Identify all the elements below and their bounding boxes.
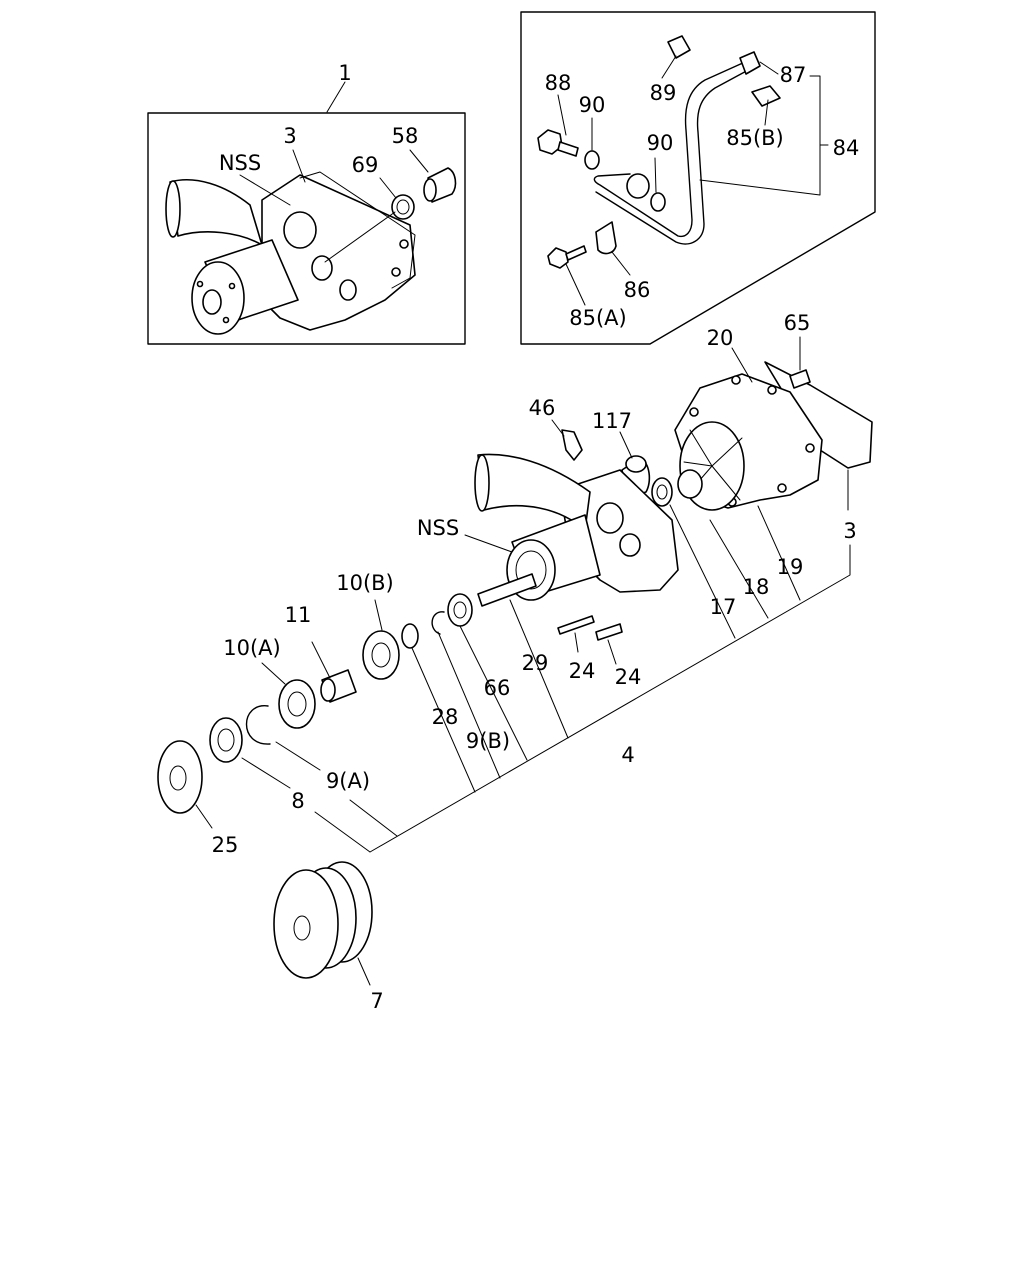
elbow-46-icon <box>561 429 583 461</box>
bearing-10b-icon <box>362 630 400 680</box>
label-part-90-a: 90 <box>579 93 606 117</box>
inlet-pipe <box>477 453 591 531</box>
label-part-19: 19 <box>777 555 804 579</box>
label-nss-inset: NSS <box>219 151 261 175</box>
label-part-28: 28 <box>432 705 459 729</box>
label-part-69: 69 <box>352 153 379 177</box>
washer-69-icon <box>391 194 415 220</box>
label-part-8: 8 <box>291 789 304 813</box>
shaft-29-icon <box>477 573 537 607</box>
label-part-25: 25 <box>212 833 239 857</box>
label-part-84: 84 <box>833 136 860 160</box>
label-part-3-inset: 3 <box>283 124 296 148</box>
inset-bypass-boss <box>311 255 333 281</box>
label-part-46: 46 <box>529 396 556 420</box>
label-part-85a: 85(A) <box>569 306 626 330</box>
label-part-18: 18 <box>743 575 770 599</box>
bolt-85b-icon <box>751 85 781 107</box>
washer-90-icon <box>650 192 666 212</box>
inset-inlet-pipe <box>169 178 263 246</box>
bolt-85a-icon <box>547 247 569 269</box>
inlet-mouth <box>474 454 490 512</box>
seal-17-icon <box>651 477 673 507</box>
inset-flange-bolt <box>399 239 409 249</box>
eye-fitting <box>626 173 650 199</box>
bearing-10a-icon <box>278 679 316 729</box>
screw-65-icon <box>789 369 811 389</box>
pipe-end-fitting <box>739 51 761 75</box>
hub-25-icon <box>157 740 203 814</box>
label-part-85b: 85(B) <box>726 126 784 150</box>
label-part-24-b: 24 <box>615 665 642 689</box>
bolt-24-icon <box>557 615 595 635</box>
bolt-24-icon <box>595 623 623 641</box>
main-exploded-view <box>157 336 873 986</box>
inset-drain-boss <box>339 279 357 301</box>
washer-28-icon <box>401 623 419 649</box>
label-part-17: 17 <box>710 595 737 619</box>
label-part-20: 20 <box>707 326 734 350</box>
bearing-66-icon <box>447 593 473 627</box>
part-labels: 1 3 NSS 69 58 88 90 89 87 85(B) 84 90 86… <box>212 61 860 1013</box>
inset-bypass-pipe <box>520 11 876 345</box>
sleeve-89-icon <box>667 35 691 59</box>
label-part-9a: 9(A) <box>326 769 370 793</box>
inset-frame-left <box>147 112 466 345</box>
label-part-3-main: 3 <box>843 519 856 543</box>
label-part-86: 86 <box>624 278 651 302</box>
inset-inlet-mouth <box>165 180 181 238</box>
inset-frame-right <box>520 11 876 345</box>
inset-hub-hole <box>222 316 230 324</box>
label-part-89: 89 <box>650 81 677 105</box>
inset-hub-bore <box>202 289 222 315</box>
seal-18-icon <box>677 469 703 499</box>
label-nss-main: NSS <box>417 516 459 540</box>
label-part-29: 29 <box>522 651 549 675</box>
inset-gasket-edge <box>299 171 416 289</box>
inset-hub-hole <box>196 280 204 288</box>
snap-ring-9b-icon <box>431 611 445 635</box>
label-part-11: 11 <box>285 603 312 627</box>
inset-assembled-pump <box>147 81 466 345</box>
seal-8-icon <box>209 717 243 763</box>
inset-hub-hole <box>228 282 236 290</box>
clip-86-icon <box>595 221 617 255</box>
bypass-pipe <box>593 61 746 238</box>
label-part-1: 1 <box>338 61 351 85</box>
label-part-117: 117 <box>592 409 632 433</box>
inset-flange-bolt <box>391 267 401 277</box>
label-part-4: 4 <box>621 743 634 767</box>
label-part-10a: 10(A) <box>223 636 280 660</box>
washer-90-icon <box>584 150 600 170</box>
label-part-9b: 9(B) <box>466 729 510 753</box>
label-part-90-b: 90 <box>647 131 674 155</box>
label-part-24-a: 24 <box>569 659 596 683</box>
label-part-10b: 10(B) <box>336 571 394 595</box>
label-part-58: 58 <box>392 124 419 148</box>
label-part-7: 7 <box>370 989 383 1013</box>
label-part-65: 65 <box>784 311 811 335</box>
snap-ring-9a-icon <box>245 705 271 745</box>
inset-outlet-boss <box>283 211 317 249</box>
label-part-66: 66 <box>484 676 511 700</box>
label-part-88: 88 <box>545 71 572 95</box>
label-part-87: 87 <box>780 63 807 87</box>
